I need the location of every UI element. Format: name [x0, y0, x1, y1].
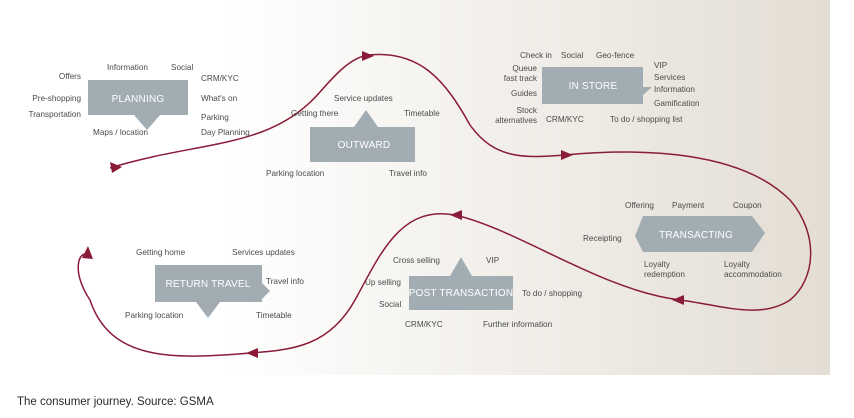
in-store-label: Guides	[511, 89, 537, 98]
in-store-label: alternatives	[495, 116, 537, 125]
arrowhead-end	[82, 246, 93, 259]
in-store-label: Check in	[520, 51, 552, 60]
outward-box	[310, 110, 415, 162]
planning-label: Offers	[59, 72, 81, 81]
planning-label: What's on	[201, 94, 238, 103]
in-store-label: Queue	[512, 64, 537, 73]
return-travel-label: Getting home	[136, 248, 186, 257]
in-store-label: Information	[654, 85, 695, 94]
post-transaction-label: To do / shopping	[522, 289, 583, 298]
planning-label: Maps / location	[93, 128, 149, 137]
stage-post-transaction: POST TRANSACTION Cross selling VIP Up se…	[365, 256, 583, 329]
planning-label: CRM/KYC	[201, 74, 239, 83]
arrowhead-transacting	[672, 295, 684, 305]
in-store-box	[542, 67, 652, 104]
in-store-label: fast track	[504, 74, 538, 83]
transacting-label: Coupon	[733, 201, 762, 210]
return-travel-box	[155, 265, 270, 318]
outward-label: Service updates	[334, 94, 393, 103]
planning-label: Transportation	[29, 110, 82, 119]
transacting-title: TRANSACTING	[659, 230, 733, 241]
planning-label: Pre-shopping	[32, 94, 81, 103]
transacting-label: Loyalty	[724, 260, 751, 269]
transacting-label: Payment	[672, 201, 705, 210]
in-store-label: Geo-fence	[596, 51, 635, 60]
return-travel-label: Travel info	[266, 277, 304, 286]
planning-label: Day Planning	[201, 128, 250, 137]
in-store-label: Gamification	[654, 99, 700, 108]
in-store-label: To do / shopping list	[610, 115, 683, 124]
outward-label: Travel info	[389, 169, 427, 178]
post-transaction-label: VIP	[486, 256, 500, 265]
planning-label: Information	[107, 63, 148, 72]
post-transaction-label: Social	[379, 300, 401, 309]
planning-title: PLANNING	[112, 94, 165, 105]
post-transaction-label: CRM/KYC	[405, 320, 443, 329]
arrowhead-post-transaction	[450, 210, 462, 220]
in-store-label: Social	[561, 51, 583, 60]
stage-in-store: IN STORE Check in Social Geo-fence Queue…	[495, 51, 700, 125]
return-travel-label: Services updates	[232, 248, 295, 257]
post-transaction-box	[409, 257, 513, 310]
stage-return-travel: RETURN TRAVEL Getting home Services upda…	[125, 248, 304, 320]
stage-outward: OUTWARD Service updates Getting there Ti…	[266, 94, 440, 178]
transacting-label: redemption	[644, 270, 685, 279]
transacting-label: Loyalty	[644, 260, 671, 269]
outward-label: Timetable	[404, 109, 440, 118]
stage-transacting: TRANSACTING Offering Payment Coupon Rece…	[583, 201, 782, 279]
arrowhead-return	[246, 348, 258, 358]
transacting-box	[635, 216, 765, 252]
arrowhead-start	[110, 162, 122, 173]
return-travel-label: Timetable	[256, 311, 292, 320]
return-travel-label: Parking location	[125, 311, 184, 320]
figure-caption: The consumer journey. Source: GSMA	[17, 396, 214, 408]
stage-planning: PLANNING Information Social Offers CRM/K…	[29, 63, 251, 137]
return-travel-title: RETURN TRAVEL	[165, 279, 250, 290]
in-store-label: CRM/KYC	[546, 115, 584, 124]
in-store-label: Services	[654, 73, 685, 82]
arrowhead-in-store	[561, 150, 573, 160]
in-store-label: VIP	[654, 61, 668, 70]
transacting-label: accommodation	[724, 270, 782, 279]
post-transaction-label: Further information	[483, 320, 553, 329]
transacting-label: Offering	[625, 201, 654, 210]
planning-box	[88, 80, 188, 130]
post-transaction-label: Up selling	[365, 278, 401, 287]
post-transaction-title: POST TRANSACTION	[409, 288, 514, 299]
outward-label: Parking location	[266, 169, 325, 178]
planning-label: Social	[171, 63, 193, 72]
outward-title: OUTWARD	[338, 140, 391, 151]
arrowhead-outward	[362, 51, 374, 61]
in-store-label: Stock	[517, 106, 538, 115]
planning-label: Parking	[201, 113, 229, 122]
post-transaction-label: Cross selling	[393, 256, 440, 265]
transacting-label: Receipting	[583, 234, 622, 243]
in-store-title: IN STORE	[569, 81, 618, 92]
outward-label: Getting there	[291, 109, 339, 118]
